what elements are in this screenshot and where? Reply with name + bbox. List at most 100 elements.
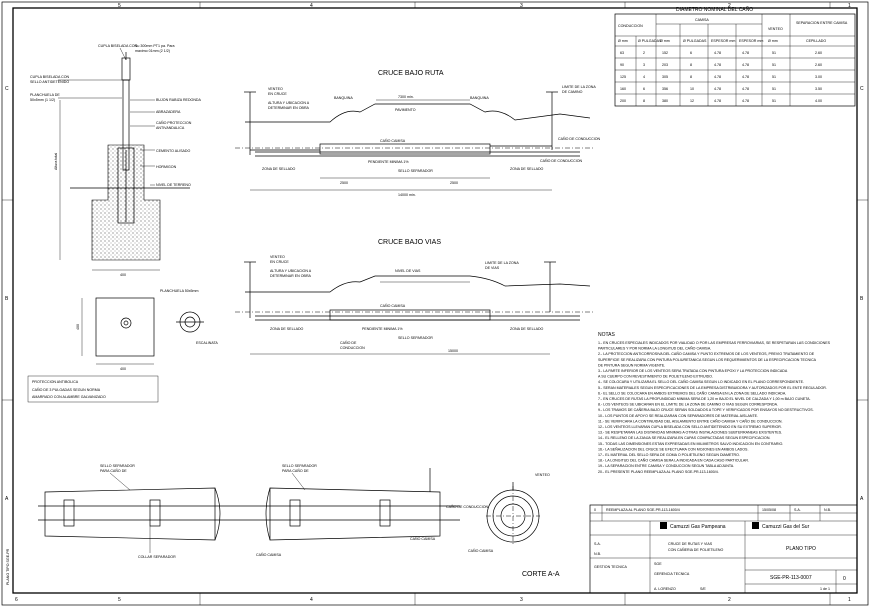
svg-text:8: 8 [690, 75, 692, 79]
vias-label: SELLO SEPARADOR [398, 336, 433, 340]
svg-text:160: 160 [620, 87, 626, 91]
svg-text:356: 356 [662, 87, 668, 91]
plate-label: PLANCHUELA 50x5mm [160, 289, 199, 293]
pole-top-label: Su 300mm PT1 pa. Para [135, 44, 175, 48]
pole-label: CAÑO PROTECCION [156, 120, 192, 125]
note-line: SUPERFICIE SE REALIZARA CON PINTURA POLI… [598, 358, 817, 362]
table-subheader: Ø PULGADAS [683, 39, 707, 43]
notes-title: NOTAS [598, 332, 616, 338]
bottom-label: CAÑO CAMISA [256, 552, 282, 557]
right-letter: A [860, 496, 864, 502]
vias-label: EN CRUCE [270, 260, 289, 264]
bottom-label: VENTEO [535, 473, 550, 477]
svg-text:4.78: 4.78 [714, 87, 721, 91]
revision-date: 15/05/08 [762, 508, 776, 512]
bottom-label: PARA CAÑO DE [100, 468, 127, 473]
drawn-by: S.A. [594, 542, 601, 546]
pole-label: CUPLA BISELADA CON [30, 75, 70, 79]
pole-label: SELLO ANTIDETENIDO [30, 80, 69, 84]
pole-label: CUPLA BISELADA CON [98, 44, 138, 48]
department: GERENCIA TECNICA [654, 572, 690, 576]
top-number: 2 [728, 3, 731, 9]
svg-text:380: 380 [662, 99, 668, 103]
bottom-number: 1 [848, 597, 851, 603]
revision-by: S.A. [794, 508, 801, 512]
pole-label: BUJON RABIZA REDONDA [156, 98, 202, 102]
title-block: 0 REEMPLAZA AL PLANO SGE-PR-113-1600/4 1… [589, 504, 858, 594]
table-header: SEPARACION ENTRE CAMISA [796, 21, 848, 25]
svg-text:51: 51 [772, 99, 776, 103]
note-line: 11.- SE VERIFICARA LA CONTINUIDAD DEL AI… [598, 418, 783, 423]
svg-text:51: 51 [772, 51, 776, 55]
table-header: CAMISA [695, 18, 709, 22]
note-line: 12.- LOS VENTEOS LLEVARAN CUPLA BISELADA… [598, 425, 782, 429]
svg-text:3: 3 [643, 63, 645, 67]
revision-letter: 0 [843, 576, 846, 582]
ruta-label: DE CAMINO [562, 90, 583, 94]
bottom-label: SELLO SEPARADOR [100, 464, 135, 468]
protection-notes-box: PROTECCION ANTIBOLICA CAÑO DE 3 PULGADAS… [27, 375, 159, 403]
note-line: 7.- EN CRUCES DE RUTAS LA PROFUNDIDAD MI… [598, 397, 811, 401]
bottom-number: 3 [520, 597, 523, 603]
ruta-label: CAÑO DE CONDUCCION [558, 136, 601, 141]
right-letter: C [860, 86, 864, 92]
pole-label: NIVEL DE TERRENO [156, 183, 191, 187]
table-subheader: Ø mm [618, 39, 628, 43]
ruta-label: ZONA DE SELLADO [510, 167, 544, 171]
drawing-title: CRUCE DE RUTAS Y VIAS [668, 542, 713, 546]
bottom-label: PARA CAÑO DE [282, 468, 309, 473]
ruta-label: VENTEO [268, 87, 283, 91]
note-line: 4.- SE COLOCARA Y UTILIZARA EL SELLO DEL… [598, 379, 804, 384]
note-line: 17.- EL MATERIAL DEL SELLO SERA DE GOMA … [598, 453, 740, 457]
vias-label: CAÑO DE [340, 340, 357, 345]
protection-line: AMARRADO CON ALAMBRE GALVANIZADO [32, 395, 106, 399]
svg-text:51: 51 [772, 75, 776, 79]
notes-section: NOTAS 1.- EN CRUCES ESPECIALES INDICADOS… [598, 332, 831, 474]
ruta-dimension: 7300 min. [398, 95, 414, 99]
svg-text:3.50: 3.50 [815, 87, 822, 91]
svg-text:125: 125 [620, 75, 626, 79]
pole-label: CEMENTO ALISADO [156, 149, 190, 153]
vias-label: DE VIAS [485, 266, 500, 270]
note-line: 18.- LA LONGITUD DEL CAÑO CAMISA SERA LA… [598, 458, 749, 463]
table-subheader: Ø mm [660, 39, 670, 43]
svg-text:4.78: 4.78 [742, 99, 749, 103]
top-number: 1 [848, 3, 851, 9]
svg-text:4.78: 4.78 [714, 99, 721, 103]
protection-line: CAÑO DE 3 PULGADAS SEGUN NORMA [32, 387, 101, 392]
left-letter: C [5, 86, 9, 92]
note-line: 20.- EL PRESENTE PLANO REEMPLAZA AL PLAN… [598, 470, 719, 474]
note-line: 10.- LOS PUNTOS DE APOYO SE REALIZARAN C… [598, 414, 758, 418]
side-stamp: PLANO TIPO SGE-PR [6, 548, 10, 585]
ruta-label: PENDIENTE MINIMA 1% [368, 160, 409, 164]
bottom-label: CAÑO DE CONDUCCION [446, 504, 489, 509]
dept-2: GESTION TECNICA [594, 565, 627, 569]
svg-text:4.78: 4.78 [714, 75, 721, 79]
note-line: 15.- TODAS LAS DIMENSIONES ESTAN EXPRESA… [598, 442, 783, 446]
drawing-title-2: CON CAÑERIA DE POLIETILENO [668, 547, 724, 552]
svg-text:152: 152 [662, 51, 668, 55]
note-line: 6.- EL SELLO SE COLOCARA EN AMBOS EXTREM… [598, 390, 786, 395]
svg-text:4.00: 4.00 [815, 99, 822, 103]
pole-base-plan: 400 400 PLANCHUELA 50x5mm ESCALINATA [76, 289, 218, 371]
scale: S/E [700, 587, 706, 591]
vias-label: VENTEO [270, 255, 285, 259]
svg-text:63: 63 [620, 51, 624, 55]
ruta-dimension: 2500 [340, 181, 348, 185]
pole-label: HORMIGON [156, 165, 177, 169]
note-line: 2.- LA PROTECCION ANTICORROSIVA DEL CAÑO… [598, 351, 815, 356]
drawing-number: SGE-PR-113-0007 [770, 575, 812, 581]
svg-text:203: 203 [662, 63, 668, 67]
bottom-number: 4 [310, 597, 313, 603]
note-line: 9.- LOS TRAMOS DE CAÑERIA BAJO CRUCE SER… [598, 407, 814, 412]
vias-dimension: 15000 [448, 349, 458, 353]
svg-text:2.60: 2.60 [815, 51, 822, 55]
svg-text:4.78: 4.78 [714, 51, 721, 55]
note-line: 16.- LA SEÑALIZACION DEL CRUCE SE EFECTU… [598, 446, 748, 451]
pole-label: ANTIVANDALICA [156, 126, 185, 130]
